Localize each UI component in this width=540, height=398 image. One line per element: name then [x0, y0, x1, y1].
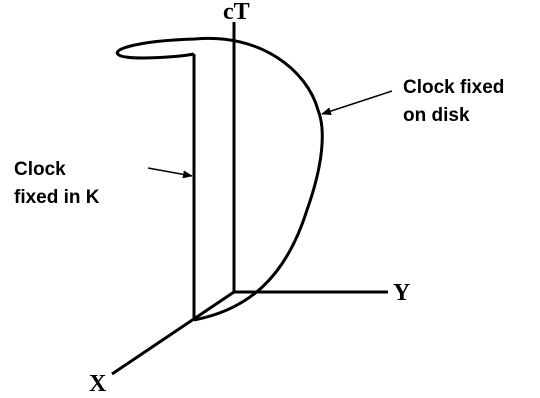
clock-disk-worldline	[115, 36, 324, 322]
ct-axis-label: cT	[223, 0, 250, 25]
clock-disk-label-line1: Clock fixed	[403, 77, 504, 98]
y-axis-label: Y	[393, 280, 410, 306]
clock-disk-label-line2: on disk	[403, 105, 470, 126]
clock-disk-arrow	[321, 90, 393, 115]
x-axis	[111, 290, 235, 376]
clock-k-label-line2: fixed in K	[14, 187, 100, 208]
clock-k-label-line1: Clock	[14, 159, 66, 180]
x-axis-label: X	[89, 371, 107, 397]
clock-k-arrow	[147, 167, 193, 179]
